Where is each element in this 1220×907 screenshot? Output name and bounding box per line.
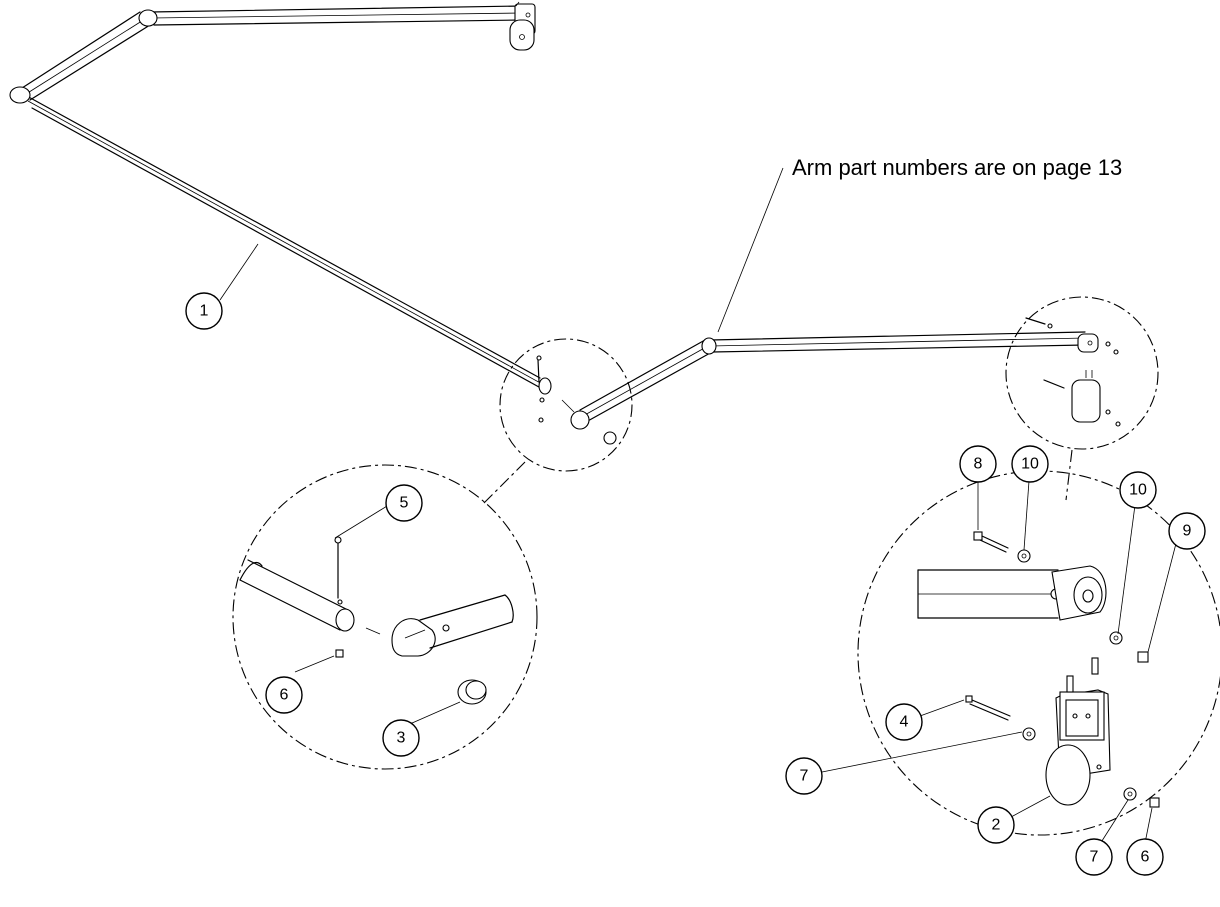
svg-text:3: 3 — [397, 730, 406, 747]
top-right-bracket — [509, 1, 536, 51]
arm-elbow — [701, 337, 717, 355]
frame-tube-diagonal-upper — [21, 11, 151, 101]
detail-right-tube — [917, 569, 1062, 619]
callout-8: 8 — [959, 445, 997, 483]
detail-right-clevis — [1051, 565, 1107, 621]
svg-text:10: 10 — [1129, 482, 1147, 499]
detail-ring-small-left — [499, 338, 633, 472]
svg-text:2: 2 — [992, 817, 1001, 834]
pivot-joint-small — [536, 355, 617, 445]
frame-elbow-top — [138, 9, 158, 27]
detail-link-right — [1065, 449, 1073, 501]
detail-right-bolt-lower — [965, 695, 1160, 808]
callout-10-upper: 10 — [1011, 445, 1049, 483]
detail-right-bolt-top — [973, 531, 1149, 663]
detail-ring-large-right — [857, 470, 1220, 836]
callout-7-right: 7 — [1075, 838, 1113, 876]
detail-link-left — [481, 461, 526, 506]
detail-ring-large-left — [232, 464, 538, 770]
svg-text:9: 9 — [1183, 523, 1192, 540]
arm-tube-diagonal — [579, 339, 713, 423]
detail-right-bracket — [1045, 657, 1111, 806]
svg-text:8: 8 — [974, 456, 983, 473]
callout-3: 3 — [382, 719, 420, 757]
callout-2: 2 — [977, 806, 1015, 844]
arm-part-numbers-note: Arm part numbers are on page 13 — [792, 155, 1122, 180]
svg-text:4: 4 — [900, 714, 909, 731]
pivot-joint-right-small — [1025, 317, 1121, 427]
arm-tube-horizontal — [709, 331, 1086, 353]
frame-elbow-left — [9, 86, 31, 104]
svg-text:7: 7 — [1090, 849, 1099, 866]
detail-left-cap — [457, 679, 487, 705]
callout-6-right: 6 — [1126, 838, 1164, 876]
detail-ring-small-right — [1005, 296, 1159, 450]
callout-7-left: 7 — [785, 757, 823, 795]
callout-6-left: 6 — [265, 676, 303, 714]
detail-left-tube — [239, 536, 381, 658]
frame-tube-top — [149, 5, 523, 26]
callout-1: 1 — [185, 292, 223, 330]
leader-lines — [219, 167, 1181, 856]
frame-tube-long — [24, 94, 549, 393]
svg-text:7: 7 — [800, 768, 809, 785]
detail-left-elbow — [391, 594, 514, 657]
callout-9: 9 — [1168, 512, 1206, 550]
svg-text:6: 6 — [280, 687, 289, 704]
callout-5: 5 — [385, 484, 423, 522]
svg-text:1: 1 — [200, 303, 209, 320]
callout-10-lower: 10 — [1119, 471, 1157, 509]
svg-text:6: 6 — [1141, 849, 1150, 866]
svg-text:5: 5 — [400, 495, 409, 512]
callout-4: 4 — [885, 703, 923, 741]
svg-text:10: 10 — [1021, 456, 1039, 473]
